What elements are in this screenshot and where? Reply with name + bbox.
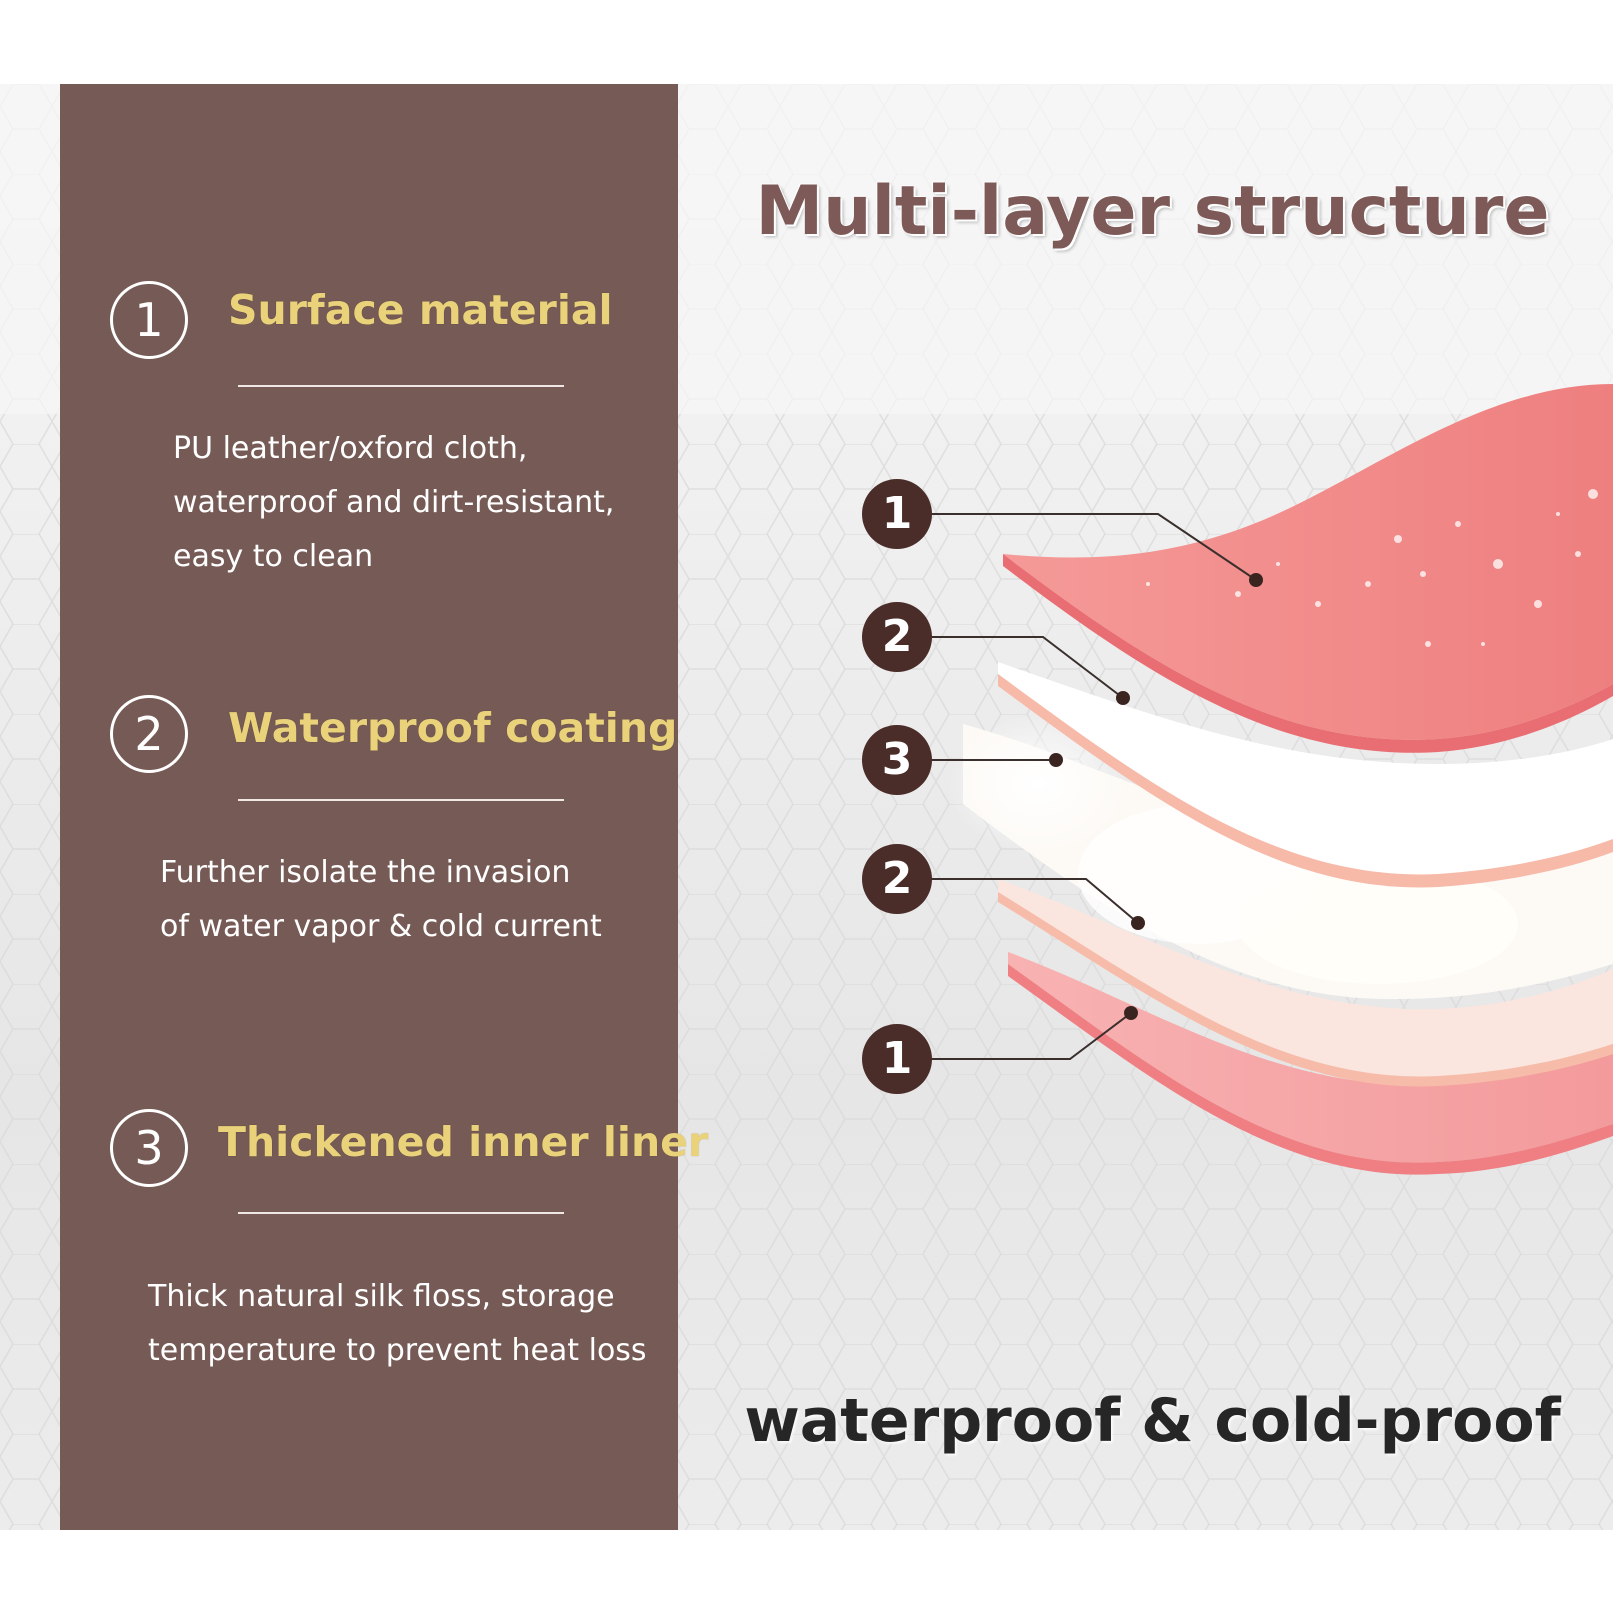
feature-description: Further isolate the invasion of water va… xyxy=(160,846,602,954)
description-line: temperature to prevent heat loss xyxy=(148,1333,647,1368)
upper-coating-layer xyxy=(998,662,1613,875)
feature-title: Surface material xyxy=(228,286,613,334)
page-title: Multi-layer structure xyxy=(755,172,1550,251)
layer-badge: 3 xyxy=(862,725,932,795)
layer-structure-illustration xyxy=(893,384,1613,1175)
layer-badge: 1 xyxy=(862,479,932,549)
lower-coating-layer xyxy=(998,879,1613,1077)
feature-title: Thickened inner liner xyxy=(218,1118,709,1166)
bottom-outer-layer xyxy=(1008,952,1613,1163)
divider xyxy=(238,799,564,801)
layer-badge: 2 xyxy=(862,844,932,914)
feature-description: Thick natural silk floss, storage temper… xyxy=(148,1270,647,1378)
feature-number-circle: 2 xyxy=(110,695,188,773)
bottom-caption: waterproof & cold-proof xyxy=(744,1386,1561,1456)
feature-number-circle: 1 xyxy=(110,281,188,359)
features-panel: 1 Surface material PU leather/oxford clo… xyxy=(60,84,708,1530)
top-outer-layer xyxy=(1003,384,1613,740)
feature-description: PU leather/oxford cloth, waterproof and … xyxy=(173,422,614,584)
leader-lines xyxy=(893,513,1257,1060)
leader-dots xyxy=(1049,573,1263,1020)
description-line: easy to clean xyxy=(173,539,374,574)
description-line: PU leather/oxford cloth, xyxy=(173,431,528,466)
feature-number-circle: 3 xyxy=(110,1109,188,1187)
water-droplets xyxy=(1146,489,1598,647)
description-line: Further isolate the invasion xyxy=(160,855,571,890)
layer-badge: 1 xyxy=(862,1024,932,1094)
description-line: of water vapor & cold current xyxy=(160,909,602,944)
description-line: Thick natural silk floss, storage xyxy=(148,1279,615,1314)
infographic-canvas: 1 Surface material PU leather/oxford clo… xyxy=(0,84,1613,1530)
divider xyxy=(238,1212,564,1214)
description-line: waterproof and dirt-resistant, xyxy=(173,485,615,520)
feature-title: Waterproof coating xyxy=(228,704,678,752)
layer-badge: 2 xyxy=(862,602,932,672)
divider xyxy=(238,385,564,387)
